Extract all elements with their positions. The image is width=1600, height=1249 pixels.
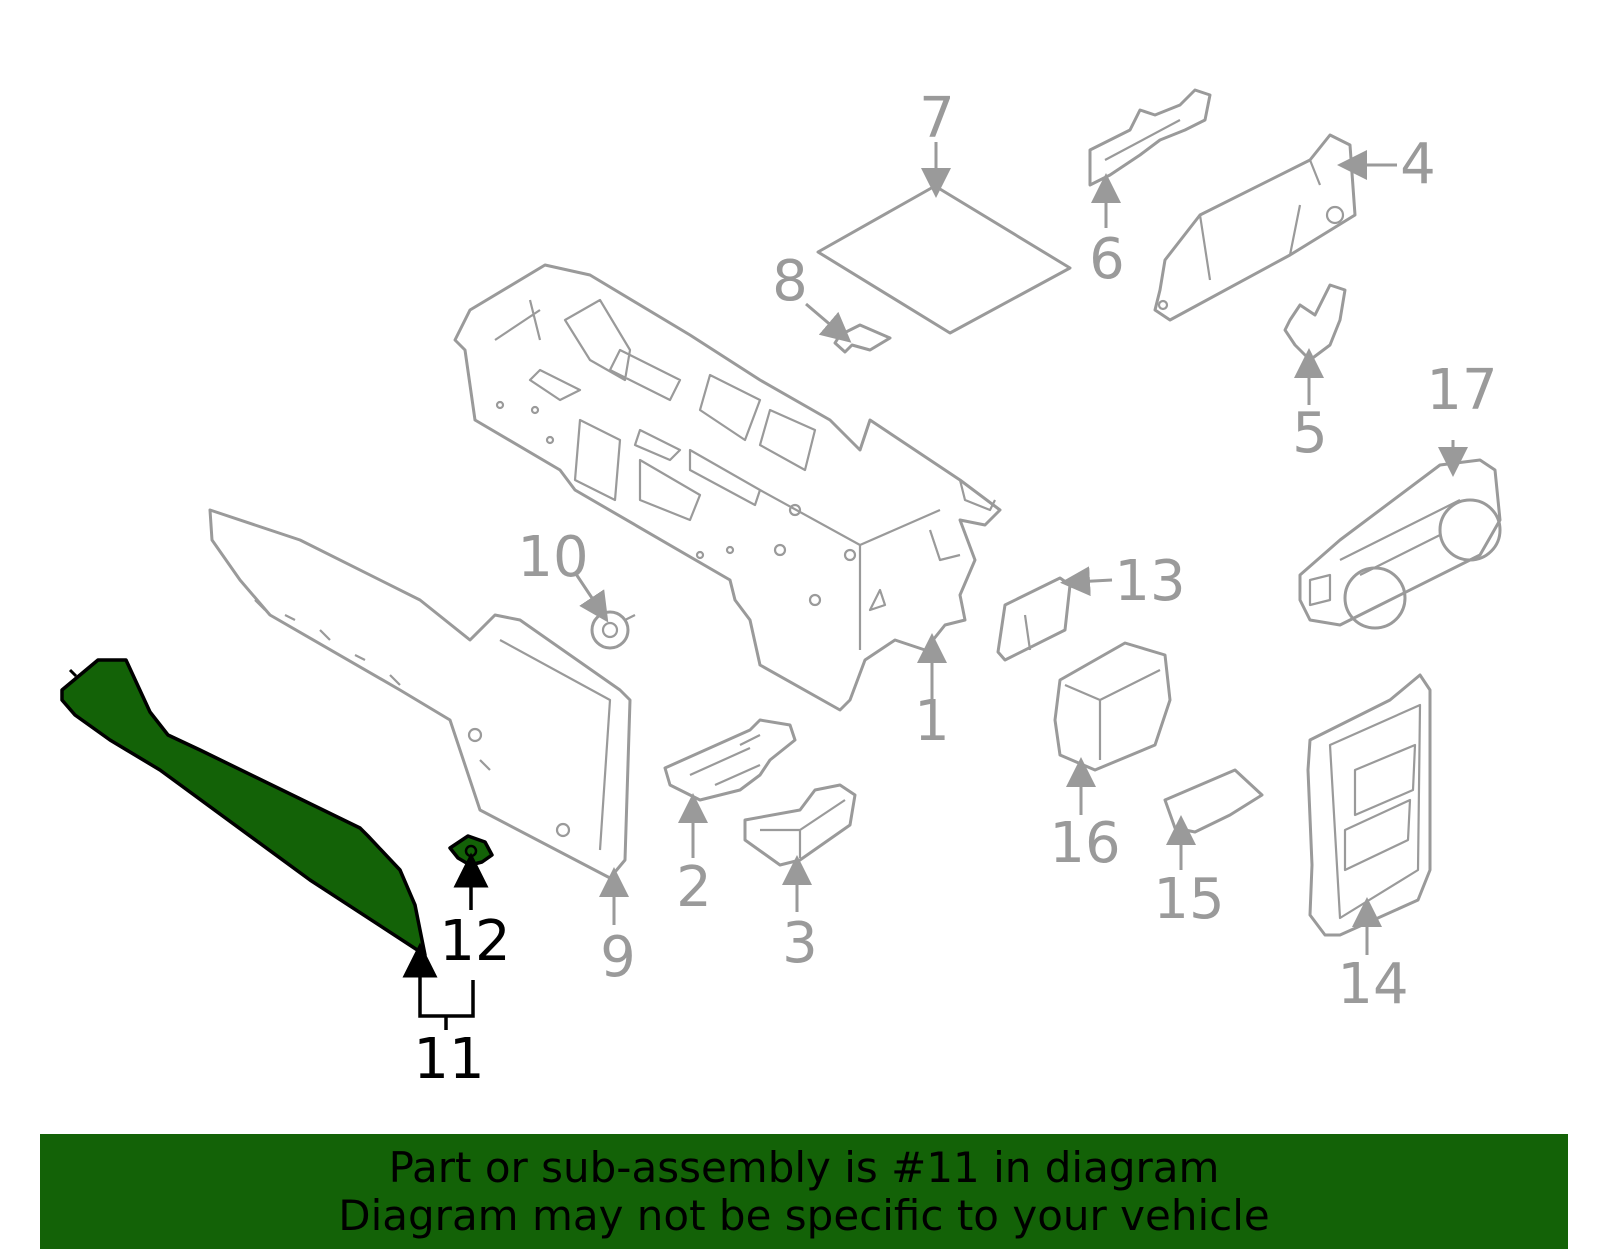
info-banner: Part or sub-assembly is #11 in diagram D… — [40, 1134, 1568, 1249]
leader-13 — [1060, 566, 1113, 597]
part-11-trim-highlighted — [60, 658, 427, 957]
part-6-bracket — [1088, 88, 1212, 187]
part-15-cover — [1163, 768, 1264, 834]
part-14-rear-panel — [1306, 673, 1432, 937]
part-16-bin — [1053, 641, 1172, 772]
part-3-bracket — [743, 783, 857, 867]
part-1-console-frame — [453, 263, 1002, 712]
callout-9: 9 — [600, 925, 636, 990]
callout-6: 6 — [1089, 227, 1125, 292]
banner-line-2: Diagram may not be specific to your vehi… — [338, 1191, 1270, 1240]
callout-labels: 1 2 3 4 5 6 7 8 9 10 11 12 13 14 15 16 1… — [413, 86, 1497, 1092]
part-9-side-panel — [208, 508, 632, 880]
leader-lines-highlighted — [402, 852, 489, 1030]
part-10-fastener — [590, 610, 636, 650]
part-5-clip — [1283, 283, 1347, 362]
callout-17: 17 — [1426, 358, 1497, 423]
callout-10: 10 — [517, 525, 588, 590]
callout-15: 15 — [1153, 867, 1224, 932]
part-12-clip-highlighted — [448, 834, 494, 867]
part-4-trim-panel — [1153, 133, 1357, 322]
callout-7: 7 — [919, 86, 955, 151]
callout-8: 8 — [772, 249, 808, 314]
callout-13: 13 — [1114, 549, 1185, 614]
callout-14: 14 — [1337, 952, 1408, 1017]
leader-lines — [574, 142, 1468, 955]
banner-line-1: Part or sub-assembly is #11 in diagram — [388, 1143, 1220, 1192]
leader-10 — [574, 573, 609, 623]
part-13-module — [996, 576, 1079, 662]
callout-3: 3 — [782, 911, 818, 976]
leader-8 — [805, 302, 852, 343]
callout-16: 16 — [1049, 811, 1120, 876]
callout-1: 1 — [914, 689, 950, 754]
part-8-clip — [833, 323, 892, 354]
part-17-control-unit — [1298, 458, 1502, 630]
part-2-bracket — [663, 718, 797, 802]
callout-11: 11 — [413, 1027, 484, 1092]
callout-12: 12 — [439, 909, 510, 974]
callout-5: 5 — [1292, 401, 1328, 466]
callout-4: 4 — [1400, 132, 1436, 197]
part-7-mat — [816, 184, 1072, 335]
callout-2: 2 — [676, 855, 712, 920]
